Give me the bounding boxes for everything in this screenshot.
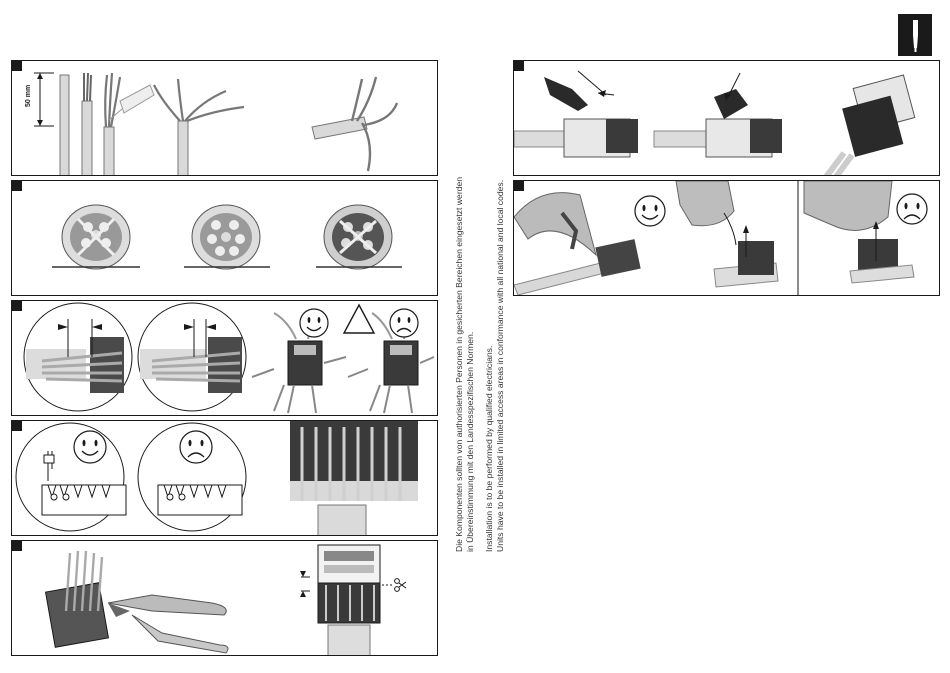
- scissors-icon: [394, 578, 407, 592]
- step4-panel: [11, 420, 438, 536]
- step-marker: [12, 421, 22, 431]
- happy-face-icon: [73, 430, 107, 464]
- step2-panel: [11, 180, 438, 296]
- warning-triangle-icon: [342, 303, 376, 334]
- cap-closing-illustration: [514, 70, 916, 175]
- step-marker: [514, 181, 524, 191]
- step-marker: [12, 181, 22, 191]
- instruction-de-line1: Die Komponenten sollten von authorisiert…: [454, 176, 464, 552]
- wire-trimming-illustration: [44, 544, 394, 655]
- happy-face-icon: [634, 195, 666, 227]
- cable-cross-section-illustration: [52, 204, 402, 270]
- dimension-label: 50 mm: [25, 84, 32, 107]
- cable-stripping-illustration: [34, 72, 399, 175]
- step-marker: [12, 541, 22, 551]
- happy-face-icon: [299, 308, 329, 338]
- instruction-de-line2: in Übereinstimmung mit den Landesspezifi…: [465, 331, 475, 552]
- step7-panel: [513, 180, 940, 296]
- sad-face-icon: [896, 193, 928, 225]
- step6-panel: [513, 60, 940, 176]
- contact-detail-illustration: [15, 421, 418, 535]
- instruction-en-line2: Units have to be installed in limited ac…: [495, 179, 505, 552]
- step5-panel: [11, 540, 438, 656]
- step-marker: [12, 61, 22, 71]
- screwdriver-icon: [913, 20, 918, 52]
- wire-insertion-illustration: [23, 302, 435, 414]
- instruction-en-line1: Installation is to be performed by quali…: [484, 345, 494, 552]
- tool-tab: [898, 14, 932, 56]
- step-marker: [12, 301, 22, 311]
- sad-face-icon: [389, 308, 419, 338]
- sad-face-icon: [179, 430, 213, 464]
- step-marker: [514, 61, 524, 71]
- step3-panel: [11, 300, 438, 416]
- step1-panel: 50 mm: [11, 60, 438, 176]
- cable-removal-illustration: [514, 181, 915, 295]
